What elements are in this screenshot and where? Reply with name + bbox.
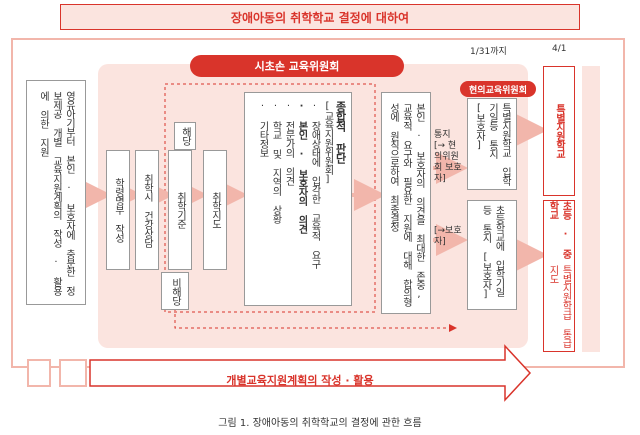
judgment-sub: [교육지원위원회]	[322, 101, 333, 184]
final-decision-box: 본인 · 보호자의 의견을 최대한 존중, 교육적 요구와 필요한 지원에 대해…	[381, 92, 431, 314]
judgment-heading: 종합적 판단	[334, 101, 347, 163]
judgment-item: · 본인 · 보호자의 의견	[296, 101, 307, 233]
deadline-date: 1/31까지	[470, 47, 507, 57]
notice-label-bottom: [→보호자]	[434, 226, 462, 247]
regular-school-title: 초등 · 중학교	[547, 201, 571, 258]
step-health-check: 취학시 건강상담	[135, 150, 159, 270]
bottom-big-arrow	[89, 344, 532, 402]
step-enrollment-criteria: 취학기준	[168, 150, 192, 270]
figure-caption: 그림 1. 장애아동의 취학학교의 결정에 관한 흐름	[218, 418, 422, 429]
iep-arrow-label: 개별교육지원계획의 작성 · 활용	[226, 374, 374, 387]
label-not-applicable: 비해당	[161, 272, 189, 310]
info-provision-box: 영유아기부터 본인 · 보호자에 충분한 정보제공 개별 교육지원계획의 작성 …	[26, 80, 86, 305]
judgment-item: · 기타정보	[257, 101, 268, 157]
dashed-bypass-arrow	[174, 308, 457, 332]
notice-label-top: 통지 [→ 현의위원회 보호자]	[434, 130, 462, 184]
step-school-register: 학령명부 작성	[106, 150, 130, 270]
step-enrollment-guidance: 취학지도	[203, 150, 227, 270]
regular-school-sub: 특별지원학급 통급지도	[547, 265, 571, 348]
regular-school-notice-box: 초등학교에 입학기일 등 통지 [보호자]	[467, 200, 517, 310]
special-school-notice-box: 특별지원학교 입학기일등 통지 [보호자]	[467, 98, 517, 190]
diagram-title: 장애아동의 취학학교 결정에 대하여	[60, 4, 580, 30]
judgment-item: · 장애상태에 입각한 교육적 요구	[309, 101, 320, 268]
special-school-result: 특별지원학교	[543, 66, 575, 196]
judgment-item: · 전문가의 의견	[283, 101, 294, 185]
start-date: 4/1	[552, 44, 567, 54]
right-stripe	[582, 66, 600, 352]
council-label: 현의교육위원회	[460, 81, 536, 97]
regular-school-result: 초등 · 중학교 특별지원학급 통급지도	[543, 200, 575, 352]
label-applicable: 해당	[174, 122, 196, 150]
committee-label: 시초손 교육위원회	[190, 55, 404, 77]
comprehensive-judgment-box: 종합적 판단 [교육지원위원회] · 장애상태에 입각한 교육적 요구 · 본인…	[244, 92, 352, 306]
judgment-item: · 학교 및 지역의 상황	[270, 101, 281, 223]
